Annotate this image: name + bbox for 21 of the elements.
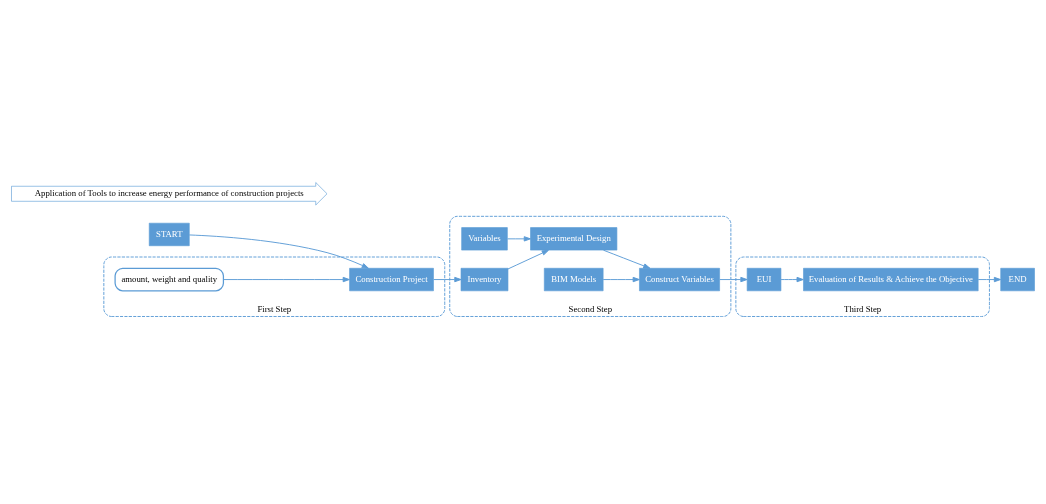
node-box: START — [148, 222, 190, 247]
arrow — [780, 276, 804, 283]
node-box: Variables — [461, 227, 508, 251]
node-box: EUI — [746, 267, 782, 292]
arrow — [433, 276, 462, 283]
arrow — [719, 276, 748, 283]
arrow — [603, 249, 651, 269]
node-box: Construction Project — [349, 267, 434, 292]
node-box: Experimental Design — [530, 227, 618, 251]
node-box: Evaluation of Results & Achieve the Objective — [803, 267, 979, 292]
node-box: amount, weight and quality — [114, 267, 225, 292]
node-box: END — [1000, 267, 1035, 292]
arrow — [507, 249, 549, 270]
arrow — [977, 276, 1002, 283]
arrow — [188, 234, 369, 269]
arrow — [507, 236, 531, 242]
node-box: Construct Variables — [639, 267, 720, 292]
node-box: Inventory — [460, 267, 509, 292]
arrow — [602, 276, 640, 283]
arrow — [223, 276, 350, 283]
node-box: BIM Models — [543, 267, 604, 292]
